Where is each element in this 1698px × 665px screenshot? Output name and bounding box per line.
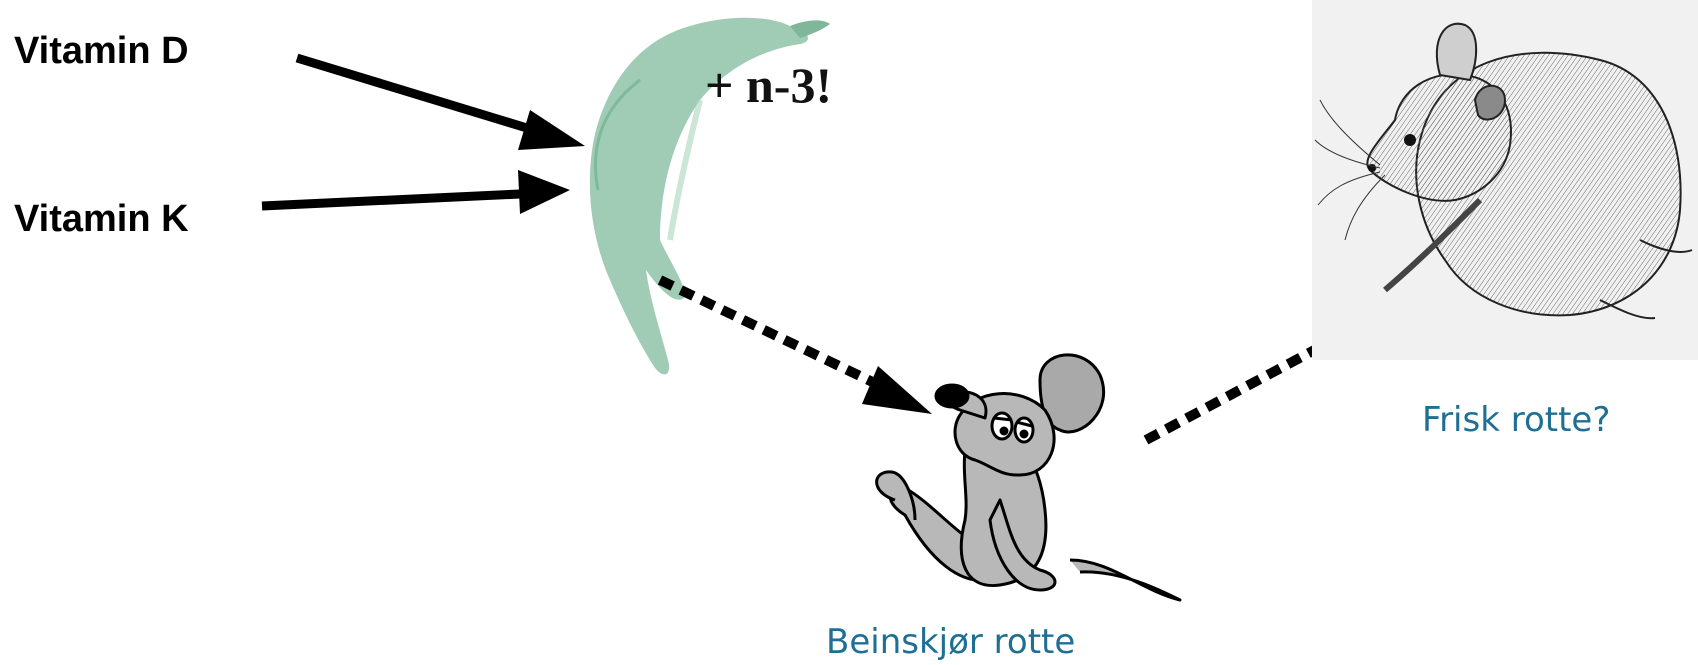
fish-icon (589, 17, 830, 375)
vitamin-k-label: Vitamin K (14, 198, 189, 240)
omega3-label: + n-3! (705, 57, 833, 113)
fish-to-sick-rat-arrow (657, 275, 932, 414)
healthy-rat-icon (1312, 0, 1698, 360)
healthy-rat-caption: Frisk rotte? (1422, 400, 1611, 440)
vitamin-d-arrow (295, 53, 585, 150)
vitamin-d-label: Vitamin D (14, 30, 189, 72)
sick-rat-caption: Beinskjør rotte (826, 622, 1076, 662)
sick-rat-icon (875, 353, 1182, 602)
vitamin-k-arrow (261, 170, 570, 214)
